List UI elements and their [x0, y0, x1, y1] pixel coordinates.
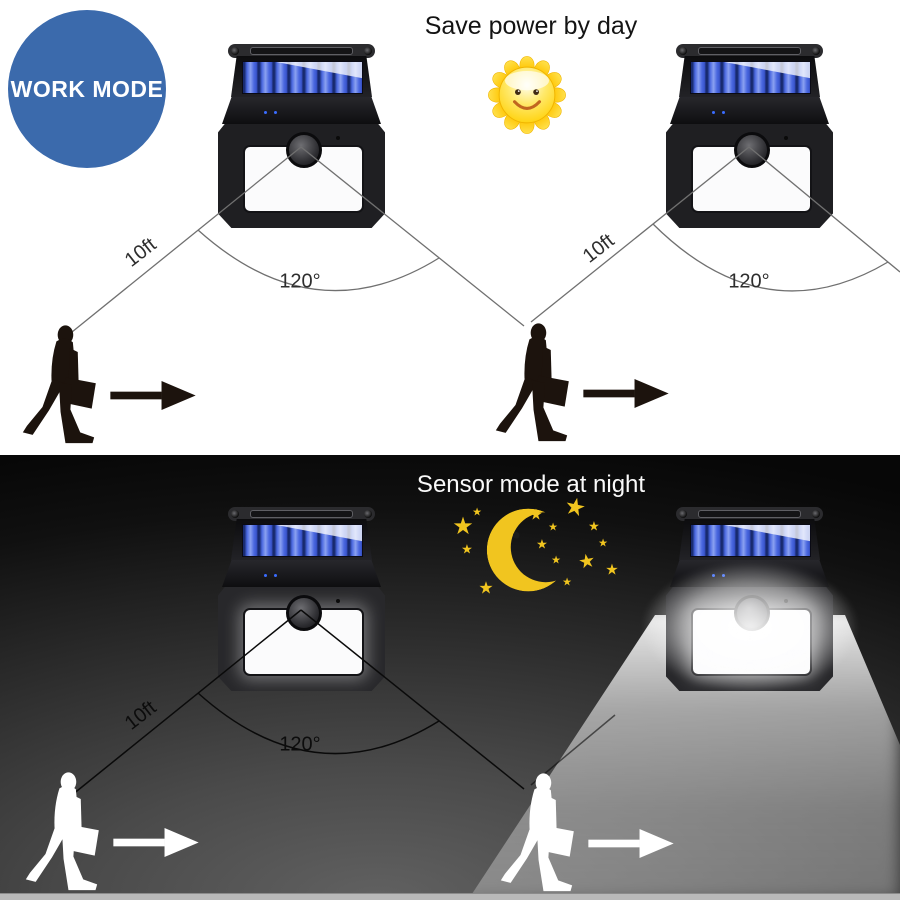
solar-panel	[690, 61, 811, 94]
star-icon: ★	[536, 536, 548, 552]
walking-person-icon	[500, 773, 574, 892]
indicator-dot	[336, 136, 340, 140]
device-mid-housing	[222, 97, 381, 124]
solar-panel-frame	[679, 56, 820, 97]
angle-label: 120°	[279, 270, 321, 293]
device-body	[666, 124, 833, 228]
walking-person-icon	[22, 325, 96, 444]
screw-hole-icon	[231, 47, 239, 55]
moon-icon	[486, 508, 570, 592]
walking-person-group	[495, 323, 755, 448]
screw-hole-icon	[679, 510, 687, 518]
star-icon: ★	[551, 554, 561, 567]
star-icon: ★	[548, 521, 558, 534]
mounting-slot	[698, 47, 801, 55]
pir-sensor-icon	[286, 595, 322, 631]
mounting-bar	[228, 44, 375, 58]
indicator-dot	[336, 599, 340, 603]
mounting-slot	[250, 510, 353, 518]
right-arrow-icon	[583, 379, 669, 408]
solar-wall-light	[218, 42, 385, 228]
indicator-led	[712, 111, 715, 114]
pir-sensor-icon	[734, 132, 770, 168]
star-icon: ★	[478, 578, 494, 598]
solar-panel	[242, 524, 363, 557]
pir-sensor-icon	[286, 132, 322, 168]
solar-wall-light	[218, 505, 385, 691]
indicator-dot	[784, 136, 788, 140]
star-icon: ★	[472, 506, 482, 519]
device-body	[218, 587, 385, 691]
indicator-led	[274, 111, 277, 114]
sun-icon	[488, 56, 566, 134]
star-icon: ★	[452, 513, 474, 540]
device-mid-housing	[670, 97, 829, 124]
star-icon: ★	[561, 492, 589, 523]
right-arrow-icon	[110, 381, 196, 410]
solar-panel-frame	[231, 56, 372, 97]
mounting-bar	[228, 507, 375, 521]
star-icon: ★	[529, 506, 543, 524]
mounting-slot	[250, 47, 353, 55]
solar-wall-light	[666, 42, 833, 228]
mounting-slot	[698, 510, 801, 518]
walking-person-group	[22, 325, 282, 450]
right-arrow-icon	[588, 829, 674, 858]
night-section-title: Sensor mode at night	[416, 471, 646, 498]
star-icon: ★	[576, 550, 598, 574]
indicator-led	[264, 111, 267, 114]
bottom-border	[0, 893, 900, 900]
screw-hole-icon	[231, 510, 239, 518]
mounting-bar	[676, 44, 823, 58]
walking-person-group	[25, 772, 285, 897]
day-section-title: Save power by day	[424, 12, 638, 40]
lamp-glow	[605, 540, 895, 715]
angle-label: 120°	[279, 733, 321, 756]
work-mode-label: WORK MODE	[10, 75, 164, 102]
device-body	[218, 124, 385, 228]
device-mid-housing	[222, 560, 381, 587]
solar-panel	[242, 61, 363, 94]
solar-panel-frame	[231, 519, 372, 560]
star-icon: ★	[588, 518, 600, 534]
indicator-led	[264, 574, 267, 577]
walking-person-group	[500, 773, 760, 898]
screw-hole-icon	[679, 47, 687, 55]
star-icon: ★	[562, 576, 572, 589]
indicator-led	[722, 111, 725, 114]
star-icon: ★	[461, 541, 473, 557]
walking-person-icon	[495, 323, 569, 442]
work-mode-badge: WORK MODE	[8, 10, 166, 168]
star-icon: ★	[598, 537, 608, 550]
screw-hole-icon	[812, 510, 820, 518]
indicator-led	[274, 574, 277, 577]
right-arrow-icon	[113, 828, 199, 857]
mounting-bar	[676, 507, 823, 521]
screw-hole-icon	[364, 510, 372, 518]
screw-hole-icon	[364, 47, 372, 55]
walking-person-icon	[25, 772, 99, 891]
angle-label: 120°	[728, 270, 770, 293]
screw-hole-icon	[812, 47, 820, 55]
